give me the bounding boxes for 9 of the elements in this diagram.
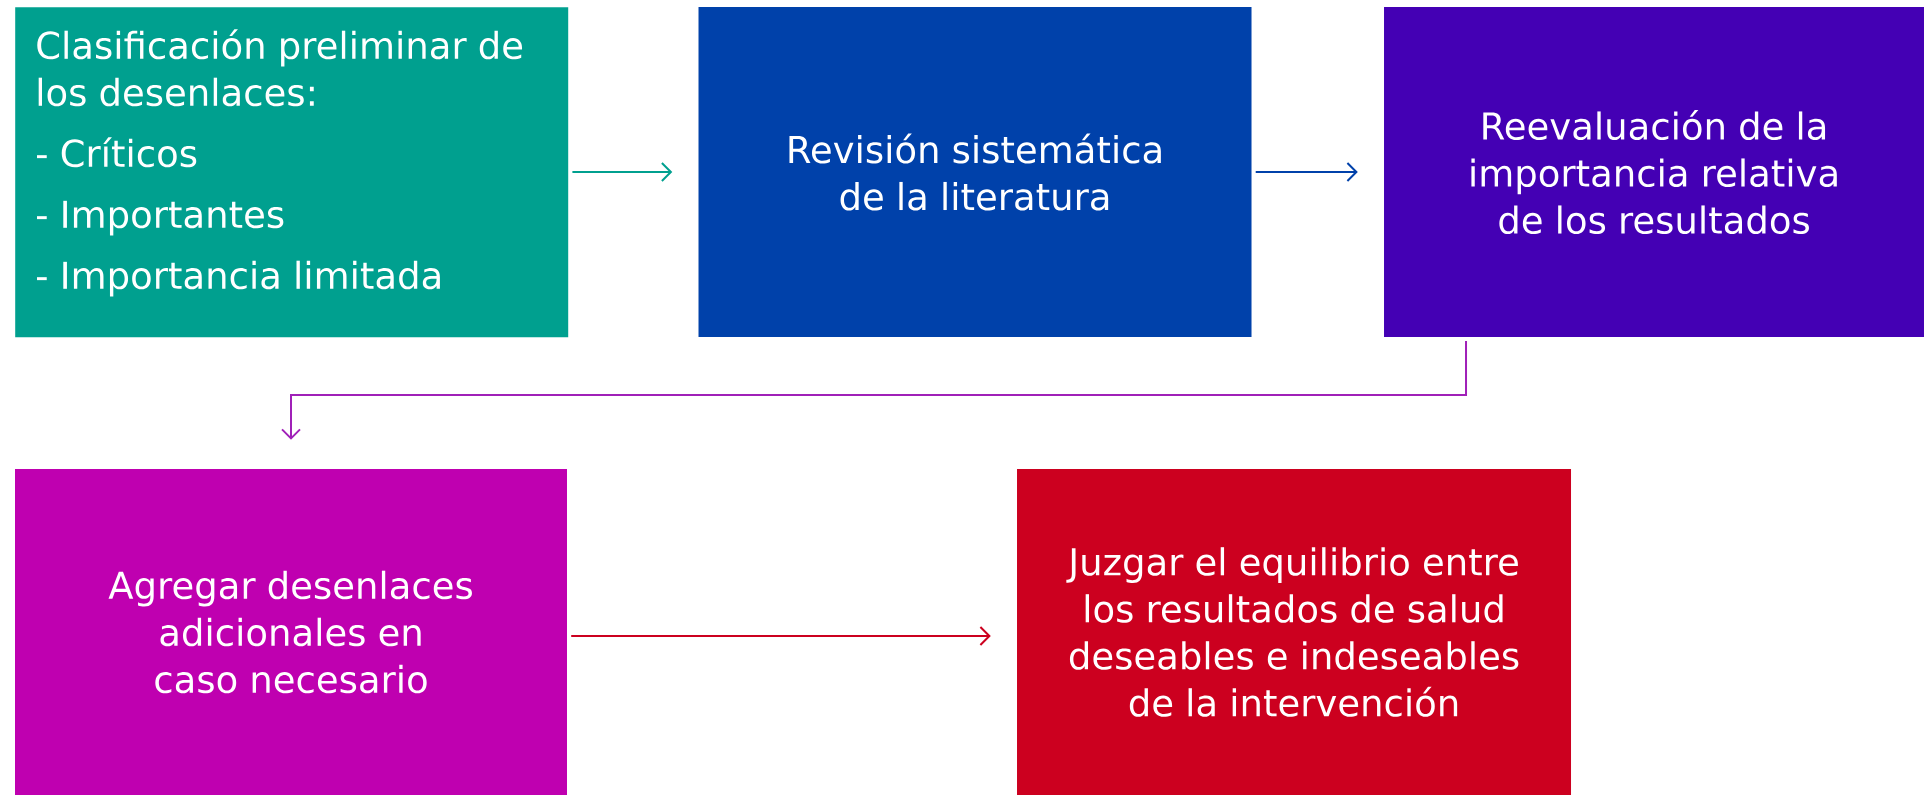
arrow [571,162,673,182]
process-box: Juzgar el equilibrio entre los resultados de salud deseables e indeseables de la intervención [1017,469,1571,795]
process-box: Agregar desenlaces adicionales en caso necesario [15,469,567,795]
arrow [570,626,991,646]
process-box: Revisión sistemática de la literatura [698,7,1252,337]
arrow [281,340,1467,440]
process-box: Reevaluación de la importancia relativa de los resultados [1384,7,1924,337]
process-box: Clasificación preliminar de los desenlaces: - Críticos - Importantes - Importancia limitada [15,7,569,338]
arrow [1254,162,1358,182]
